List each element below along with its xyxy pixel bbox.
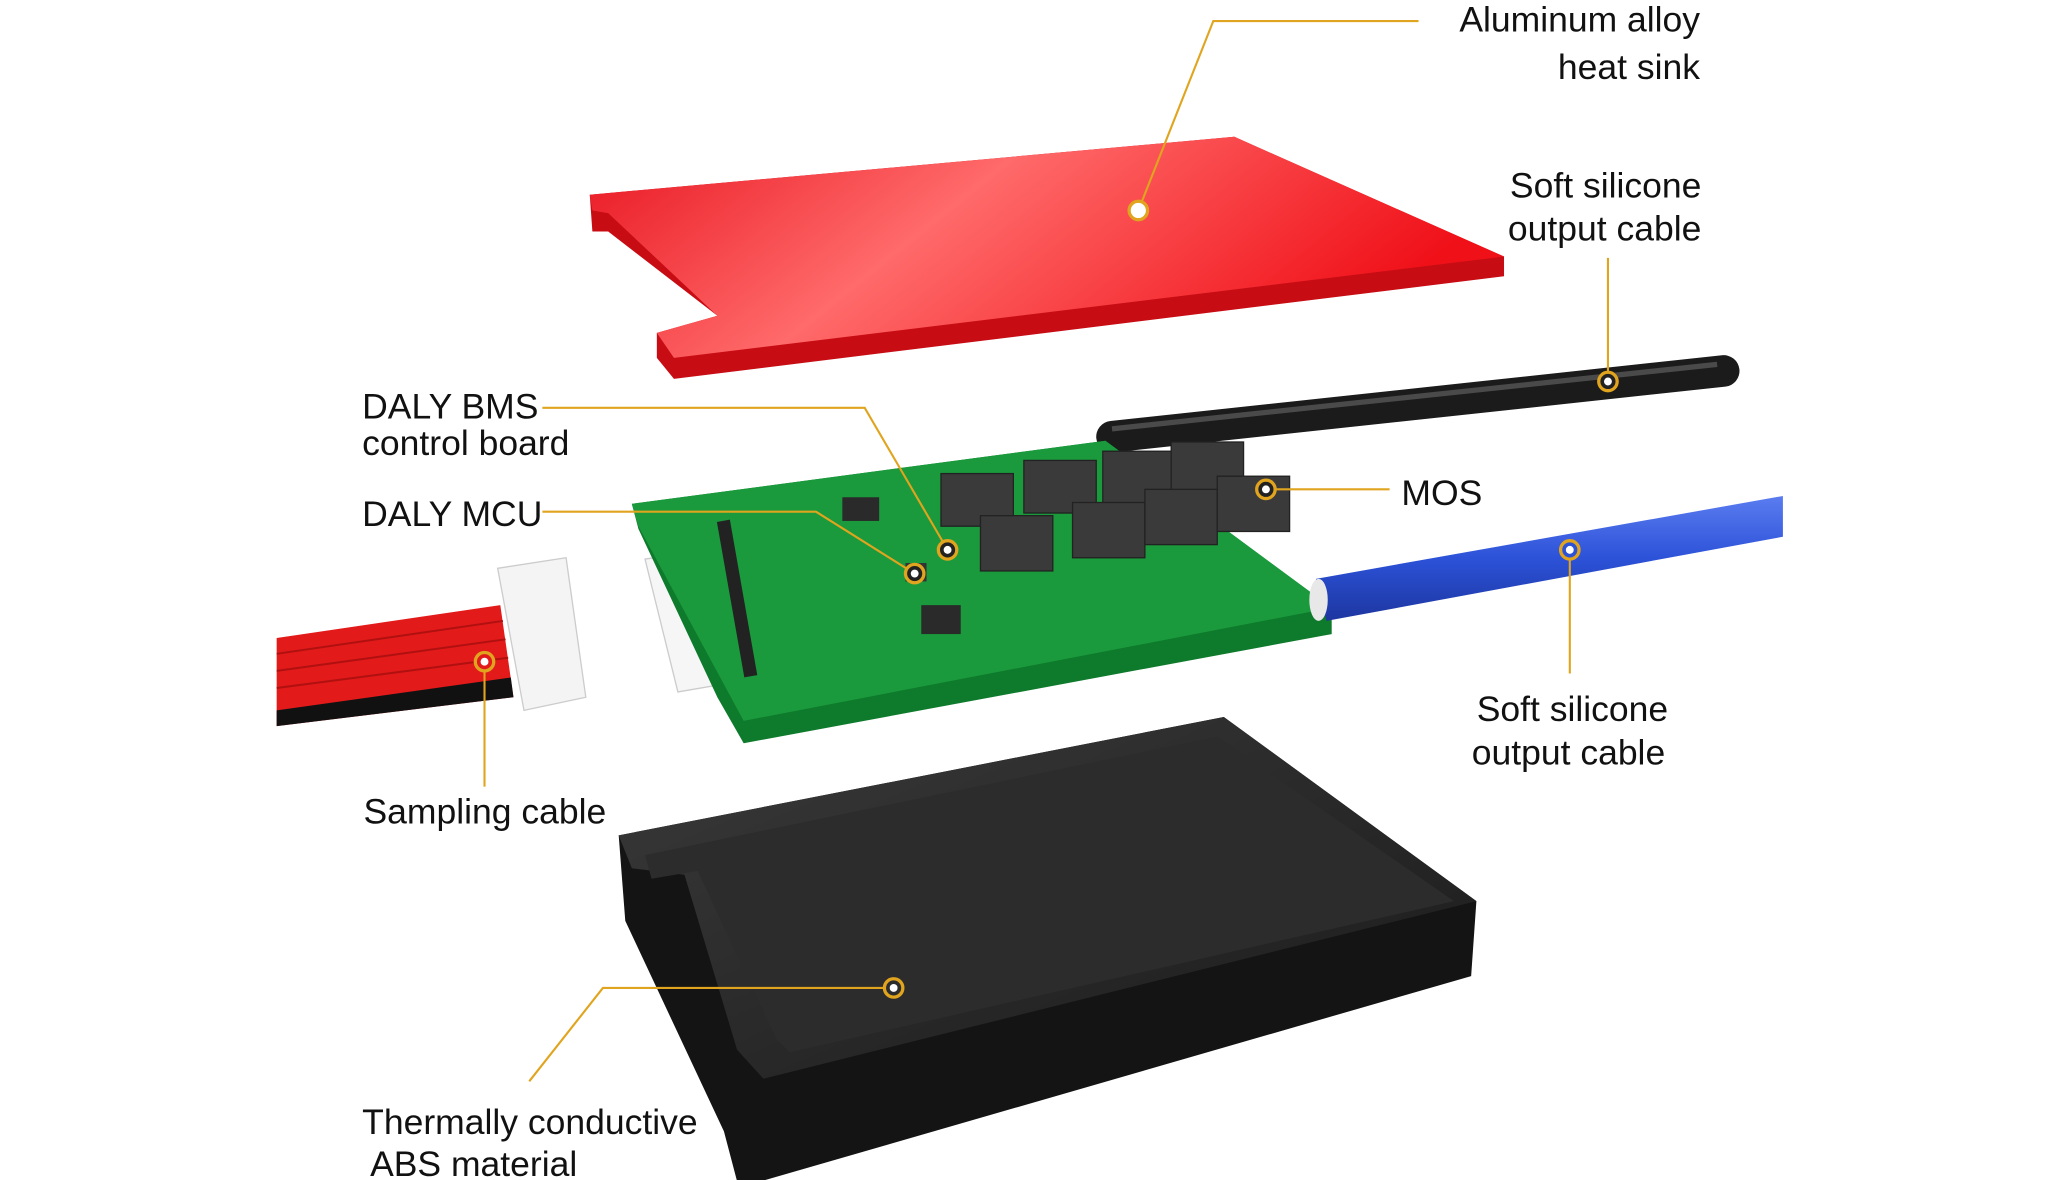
label-case-2: ABS material: [362, 1144, 577, 1180]
leader-bms-board: [542, 406, 959, 561]
label-cable-bottom-1: Soft silicone: [1477, 689, 1668, 729]
label-heat-sink-1: Aluminum alloy: [1459, 0, 1700, 40]
label-cable-top-1: Soft silicone: [1510, 165, 1701, 205]
leader-cable-top: [1597, 257, 1619, 393]
label-mos: MOS: [1401, 473, 1482, 513]
label-mcu: DALY MCU: [362, 494, 542, 534]
label-case-1: Thermally conductive: [362, 1102, 697, 1142]
label-cable-bottom-2: output cable: [1472, 732, 1665, 772]
leader-sampling: [473, 650, 496, 787]
label-heat-sink-2: heat sink: [1558, 47, 1700, 87]
black-output-cable: [1096, 355, 1740, 453]
leader-cable-bottom: [1558, 539, 1581, 674]
sampling-ribbon-cable: [276, 605, 514, 727]
blue-output-cable: [1309, 495, 1783, 621]
label-bms-board-2: control board: [362, 423, 569, 463]
label-cable-top-2: output cable: [1508, 209, 1701, 249]
leader-mos: [1255, 478, 1390, 501]
mos-transistors: [940, 441, 1291, 572]
abs-case: [618, 716, 1477, 1180]
leader-case: [528, 977, 905, 1082]
leader-mcu: [542, 510, 926, 585]
leader-heat-sink: [1127, 19, 1419, 222]
label-bms-board-1: DALY BMS: [362, 386, 538, 426]
heat-sink: [589, 136, 1505, 379]
label-sampling: Sampling cable: [363, 792, 606, 832]
